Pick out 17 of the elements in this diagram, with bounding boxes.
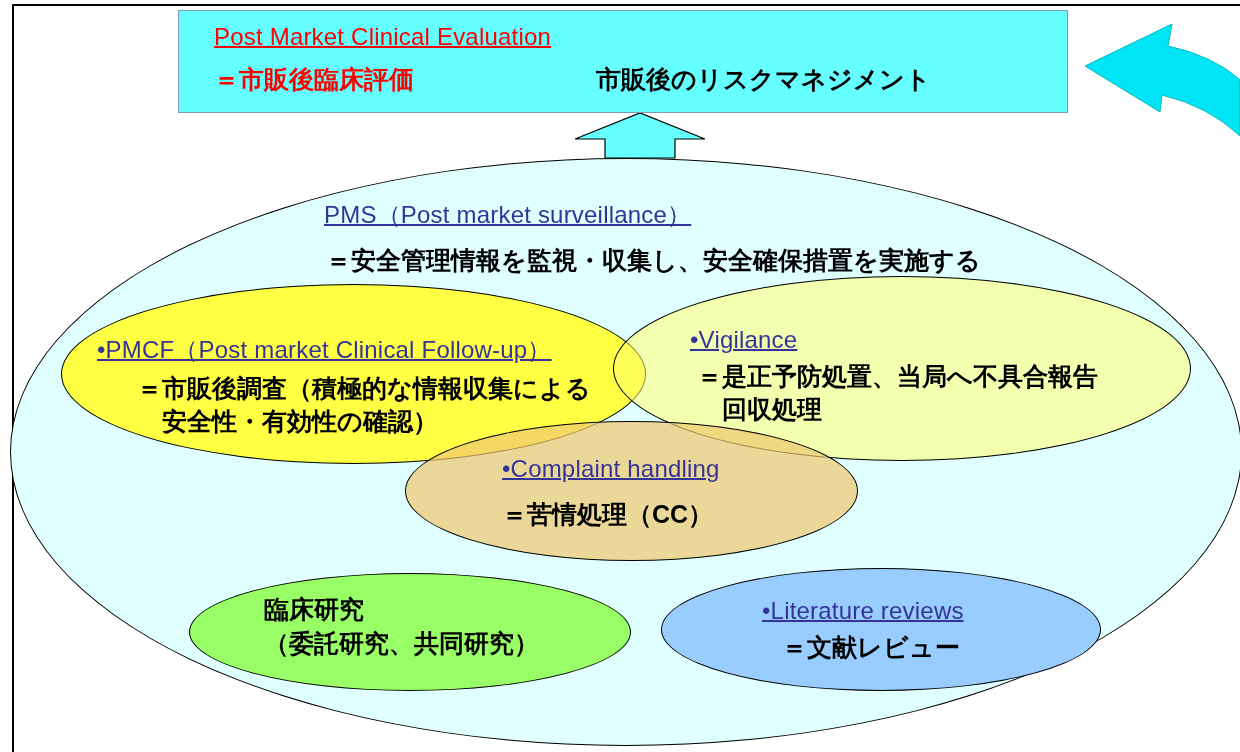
heading-text: •PMCF（Post market Clinical Follow-up） (97, 335, 552, 365)
heading-text: •Vigilance (690, 325, 798, 355)
title-box (178, 10, 1068, 113)
description-text: （委託研究、共同研究） (264, 628, 539, 659)
description-text: ＝安全管理情報を監視・収集し、安全確保措置を実施する (326, 245, 981, 276)
heading-text: PMS（Post market surveillance） (324, 200, 692, 230)
heading-text: •Complaint handling (502, 454, 720, 484)
heading-text: Post Market Clinical Evaluation (214, 22, 551, 52)
description-text: 市販後のリスクマネジメント (596, 64, 931, 95)
block-arrow (574, 112, 706, 159)
description-text: ＝苦情処理（CC） (502, 499, 714, 530)
heading-text: 臨床研究 (264, 594, 364, 625)
description-text: ＝市販後調査（積極的な情報収集による安全性・有効性の確認） (137, 373, 592, 437)
description-text: ＝是正予防処置、当局へ不具合報告回収処理 (697, 361, 1099, 425)
description-text: ＝市販後臨床評価 (214, 64, 414, 95)
heading-text: •Literature reviews (762, 596, 964, 626)
description-text: ＝文献レビュー (782, 632, 960, 663)
